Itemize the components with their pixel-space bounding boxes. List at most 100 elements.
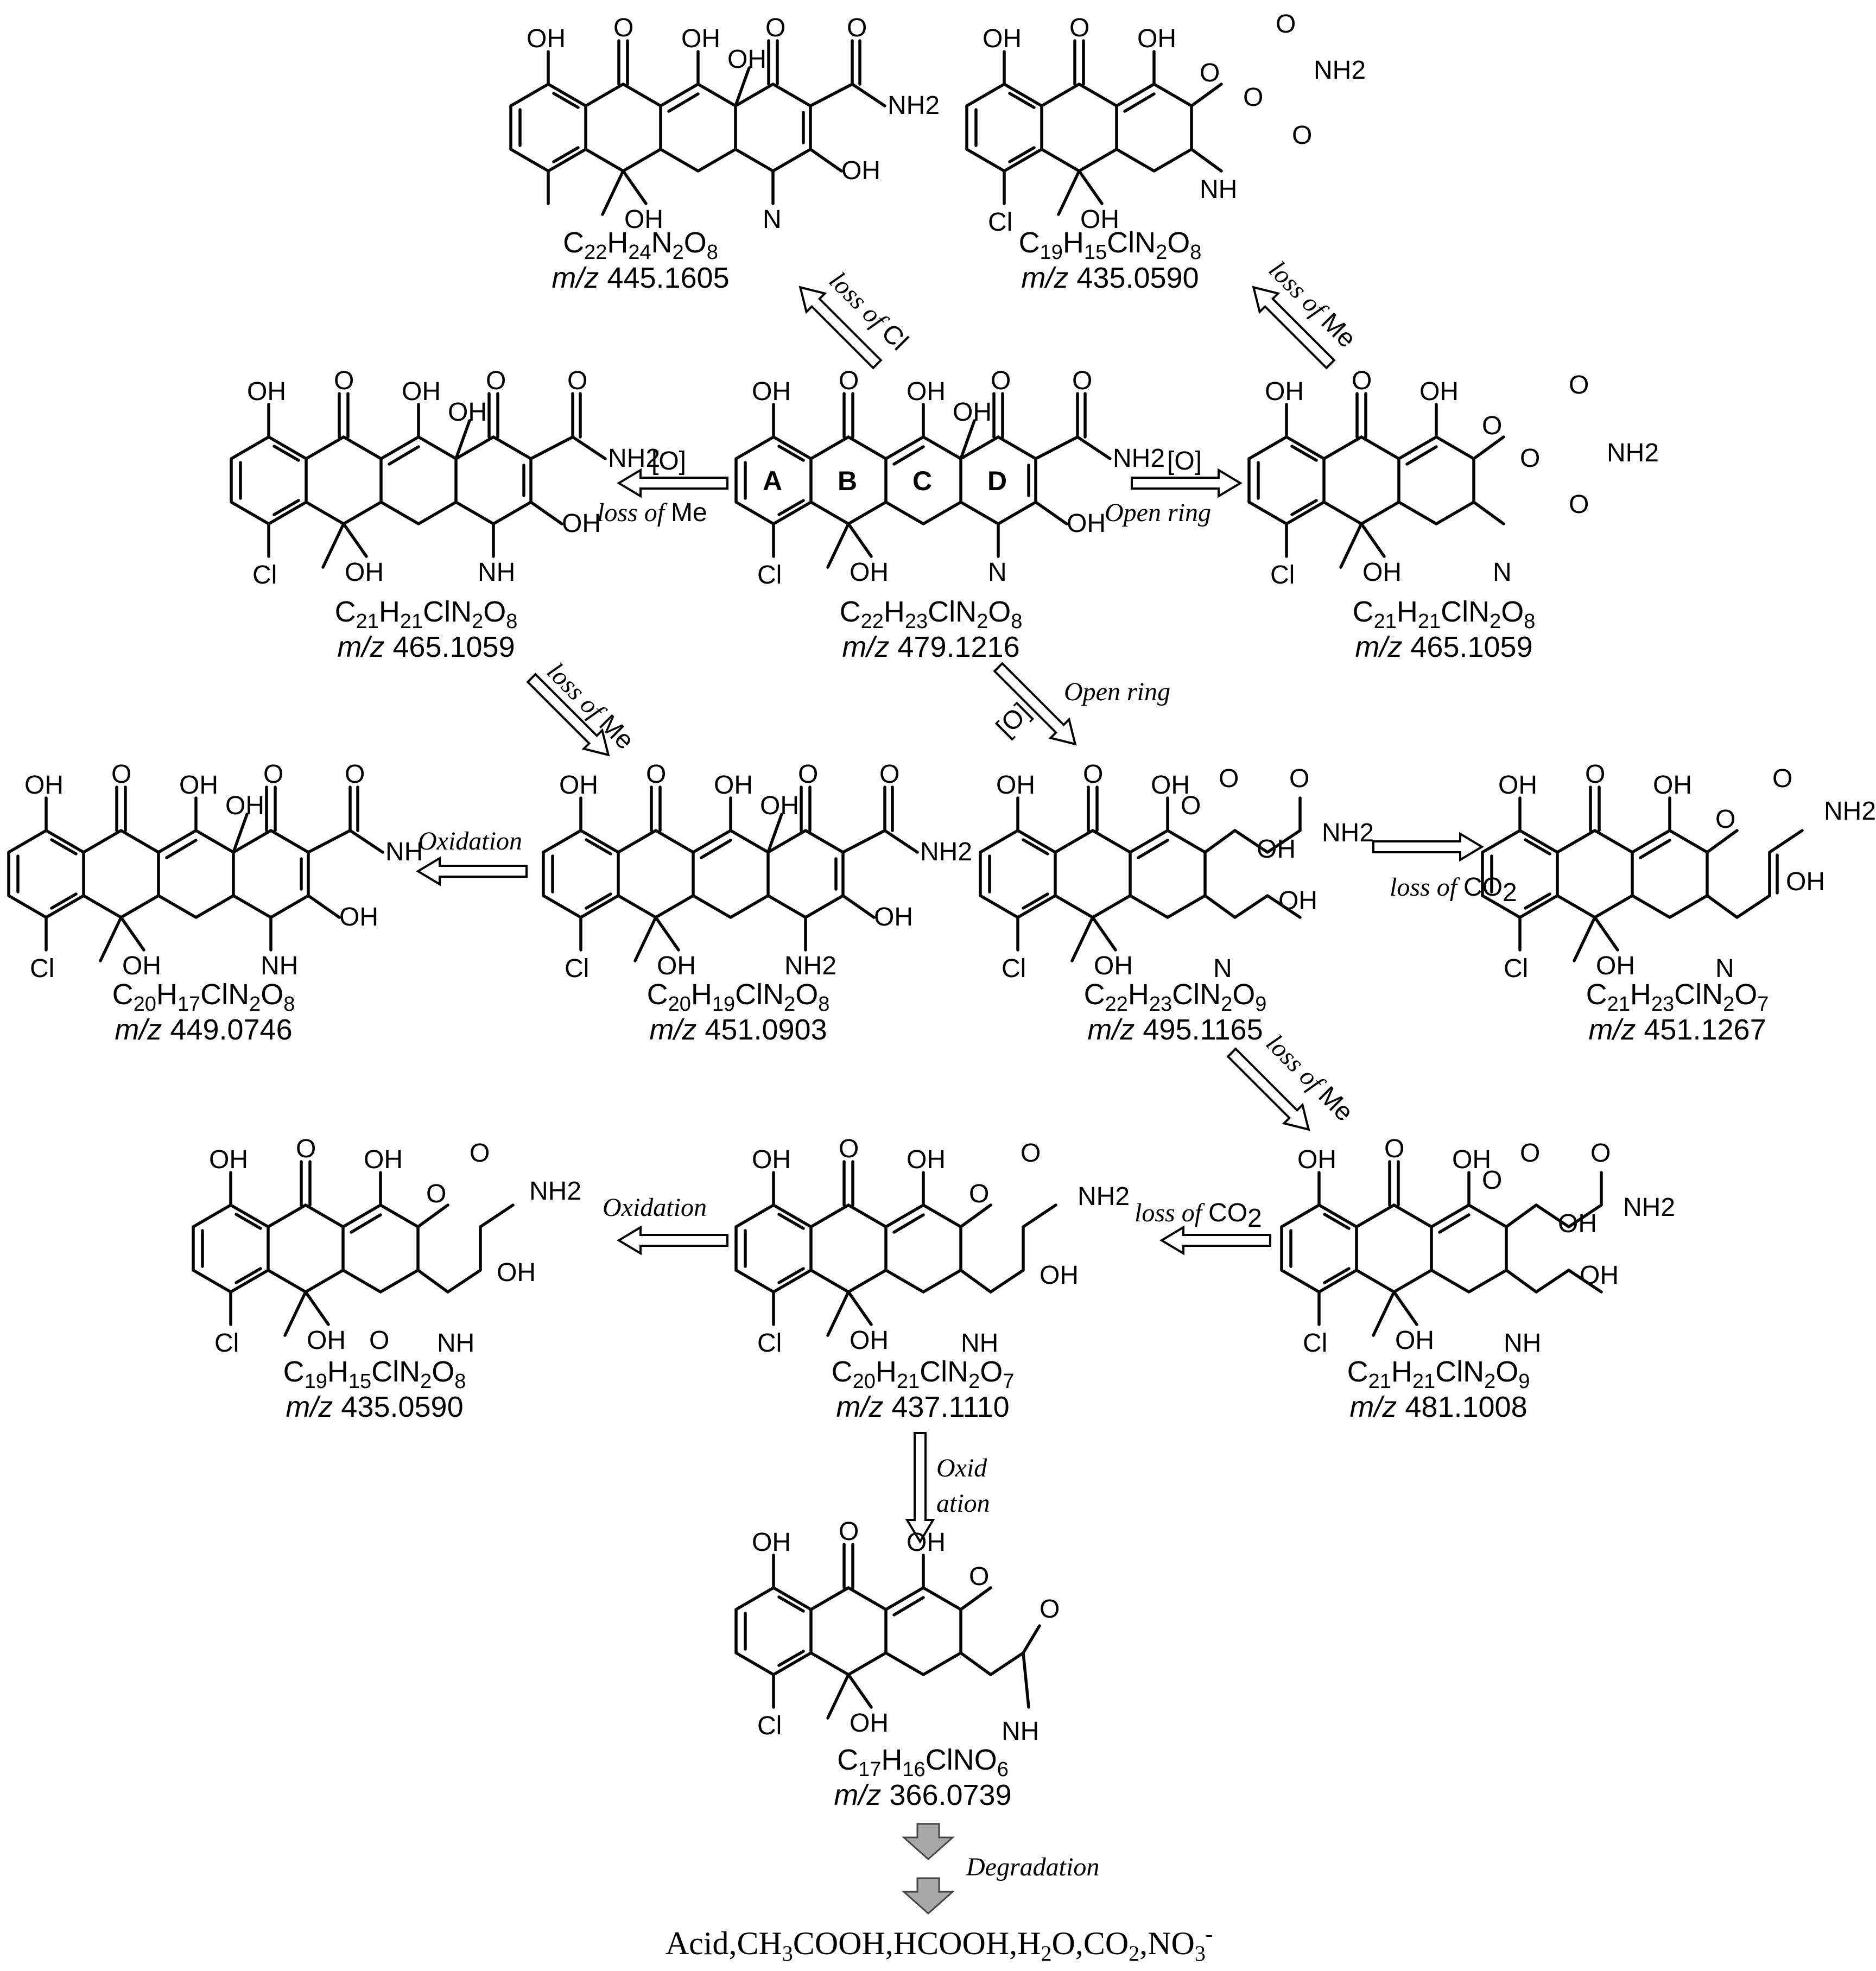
svg-text:O: O <box>839 1135 859 1163</box>
compound-c3-label: C21H21ClN2O8 m/z 465.1059 <box>335 595 518 663</box>
svg-text:O: O <box>263 760 283 789</box>
svg-text:OH: OH <box>752 377 791 406</box>
arrow-o-loss-of-me-left: [O] loss of Me <box>597 447 728 527</box>
svg-text:OH: OH <box>364 1145 403 1174</box>
compound-c2-structure: OH O OH O O O O NH2 NH Cl OH <box>967 10 1366 237</box>
compound-c7-label: C20H19ClN2O8 m/z 451.0903 <box>647 978 830 1046</box>
mz-c2: m/z 435.0590 <box>1021 262 1199 294</box>
svg-text:OH: OH <box>1040 1261 1079 1290</box>
svg-text:OH: OH <box>624 205 663 234</box>
formula-c5: C21H21ClN2O8 <box>1353 595 1536 633</box>
svg-text:OH: OH <box>850 1709 889 1738</box>
svg-text:Cl: Cl <box>757 561 782 590</box>
svg-text:NH2: NH2 <box>1623 1193 1675 1222</box>
svg-text:O: O <box>1069 14 1089 42</box>
svg-text:OH: OH <box>345 558 384 587</box>
compound-c4-label: C22H23ClN2O8 m/z 479.1216 <box>840 595 1023 663</box>
svg-text:O: O <box>426 1180 446 1208</box>
svg-text:O: O <box>1243 83 1263 112</box>
svg-text:O: O <box>486 366 506 395</box>
svg-text:NH: NH <box>478 558 515 587</box>
svg-text:N: N <box>1715 954 1734 983</box>
svg-text:OH: OH <box>1419 377 1459 406</box>
svg-text:O: O <box>1520 444 1540 473</box>
svg-text:O: O <box>1482 1166 1502 1195</box>
arrow-loss-of-me-mid: loss of Me <box>522 657 639 764</box>
svg-text:OH: OH <box>24 771 64 800</box>
svg-text:NH2: NH2 <box>888 91 940 120</box>
svg-text:O: O <box>969 1180 989 1208</box>
svg-text:Cl: Cl <box>1303 1329 1327 1358</box>
svg-text:O: O <box>1482 411 1502 440</box>
svg-text:Cl: Cl <box>1270 561 1295 590</box>
compound-c1-structure: OH O OH OH O O NH2 OH N OH <box>511 14 940 234</box>
mz-c5: m/z 465.1059 <box>1355 631 1532 663</box>
svg-text:OH: OH <box>562 509 601 538</box>
svg-text:NH: NH <box>1002 1717 1039 1746</box>
formula-c11: C20H21ClN2O7 <box>832 1355 1015 1393</box>
mz-c6: m/z 449.0746 <box>115 1013 292 1046</box>
svg-text:O: O <box>296 1135 316 1163</box>
svg-text:OH: OH <box>448 398 487 427</box>
svg-text:O: O <box>369 1326 389 1355</box>
svg-text:Cl: Cl <box>252 561 277 590</box>
svg-text:OH: OH <box>1067 509 1106 538</box>
svg-text:Cl: Cl <box>757 1329 782 1358</box>
svg-text:OH: OH <box>1080 205 1119 234</box>
svg-text:OH: OH <box>1580 1261 1619 1290</box>
svg-text:Cl: Cl <box>1504 954 1528 983</box>
svg-text:OH: OH <box>1596 952 1635 980</box>
svg-text:OH: OH <box>983 24 1022 53</box>
svg-text:NH2: NH2 <box>784 952 836 980</box>
svg-text:OH: OH <box>841 156 880 185</box>
formula-c4: C22H23ClN2O8 <box>840 595 1023 633</box>
arrow-oxidation-left: Oxidation <box>417 827 528 885</box>
arrow-label-open-ring-right: Open ring <box>1105 498 1211 527</box>
svg-text:O: O <box>1715 805 1735 834</box>
svg-text:D: D <box>987 466 1007 496</box>
arrow-label-oxidation-lower: Oxidation <box>603 1193 707 1222</box>
svg-text:O: O <box>111 760 131 789</box>
svg-text:O: O <box>567 366 587 395</box>
svg-text:Cl: Cl <box>214 1329 239 1358</box>
svg-text:O: O <box>1569 490 1589 519</box>
svg-text:C: C <box>912 466 932 496</box>
compound-c11-label: C20H21ClN2O7 m/z 437.1110 <box>832 1355 1015 1423</box>
svg-text:O: O <box>646 760 666 789</box>
svg-text:O: O <box>1219 764 1239 793</box>
svg-text:O: O <box>1585 760 1605 789</box>
svg-text:B: B <box>838 466 857 496</box>
svg-text:OH: OH <box>850 558 889 587</box>
formula-c7: C20H19ClN2O8 <box>647 978 830 1016</box>
svg-text:O: O <box>334 366 354 395</box>
svg-text:Cl: Cl <box>988 208 1012 237</box>
mz-c12: m/z 481.1008 <box>1349 1391 1527 1423</box>
arrow-label-degradation: Degradation <box>966 1853 1099 1881</box>
arrow-label-loss-of-co2-right: loss of CO2 <box>1390 873 1517 907</box>
mz-c10: m/z 435.0590 <box>286 1391 463 1423</box>
svg-text:NH2: NH2 <box>1113 444 1165 473</box>
svg-text:O: O <box>613 14 633 42</box>
compound-c13-label: C17H16ClNO6 m/z 366.0739 <box>834 1744 1011 1811</box>
compound-c1-label: C22H24N2O8 m/z 445.1605 <box>552 226 729 294</box>
arrow-label-loss-of-cl: loss of Cl <box>823 266 914 356</box>
svg-text:NH: NH <box>1200 175 1237 204</box>
arrow-o-open-ring-mid: Open ring [O] <box>989 658 1170 753</box>
arrow-label-o-right: [O] <box>1167 447 1202 476</box>
compound-c13-structure: OH O OH O O NH Cl OH <box>736 1517 1060 1746</box>
svg-text:NH2: NH2 <box>1314 56 1366 85</box>
svg-text:OH: OH <box>907 377 946 406</box>
compound-c12-structure: OH O OH O O OH O NH2 OH NH Cl OH <box>1282 1135 1675 1358</box>
svg-text:NH2: NH2 <box>608 444 660 473</box>
svg-text:O: O <box>1083 760 1103 789</box>
svg-text:OH: OH <box>1653 771 1692 800</box>
formula-c6: C20H17ClN2O8 <box>112 978 295 1016</box>
svg-text:OH: OH <box>559 771 598 800</box>
arrow-degradation: Degradation <box>902 1823 1099 1915</box>
svg-text:OH: OH <box>247 377 286 406</box>
svg-text:O: O <box>1276 10 1296 39</box>
svg-text:OH: OH <box>953 398 992 427</box>
arrow-label-loss-of-me-lower: loss of Me <box>1260 1029 1359 1127</box>
arrow-loss-of-co2-lower: loss of CO2 <box>1135 1199 1271 1254</box>
